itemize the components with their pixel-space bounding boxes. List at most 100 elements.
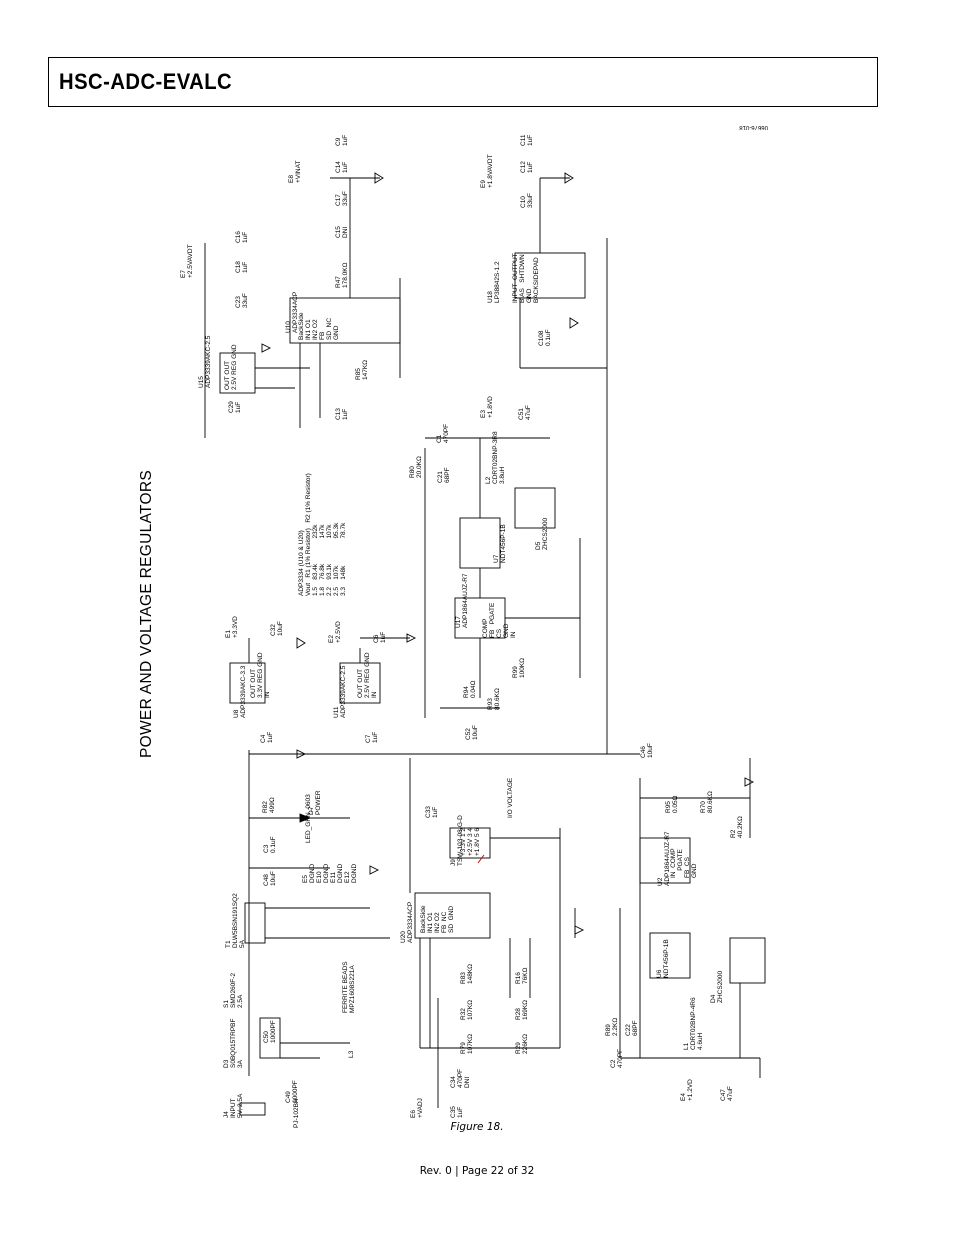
label-c4: C4 1uF — [260, 731, 274, 743]
label-c48: C48 10uF — [263, 871, 277, 886]
label-u6: U6 NDT456P-1B — [656, 939, 670, 978]
label-r79: R79 107KΩ — [460, 1033, 474, 1054]
label-led: LED_GRN_0603 — [305, 794, 312, 843]
label-c35: C35 1uF — [450, 1106, 464, 1118]
label-d5: D5 ZHCS2000 — [535, 517, 549, 550]
label-c46: C46 10uF — [640, 743, 654, 758]
label-e8: E8 +VINAT — [288, 160, 302, 183]
label-r83: R83 148KΩ — [460, 963, 474, 984]
label-r29: R29 226KΩ — [515, 1033, 529, 1054]
label-j9-pins: +3.3V 1 2 +2.5V 3 4 +1.8V 5 6 — [460, 827, 481, 856]
label-c47: C47 47uF — [720, 1086, 734, 1101]
label-c2: C2 470PF — [610, 1048, 624, 1068]
label-u20: U20 ADP3334ACP — [400, 901, 414, 943]
label-e7: E7 +2.5VAVDT — [180, 244, 194, 278]
label-c14: C14 1uF — [335, 161, 349, 173]
label-u17-body: COMP FB PGATE CS GND IN — [482, 602, 517, 638]
label-c18: C18 1uF — [235, 261, 249, 273]
label-u15-body: OUT OUT 2.5V REG GND — [224, 344, 238, 390]
label-c12: C12 1uF — [520, 161, 534, 173]
label-d3: D3 S0BQ015TRPBF 3A — [223, 1018, 244, 1069]
label-c32: C32 10uF — [270, 621, 284, 636]
page-footer: Rev. 0 | Page 22 of 32 — [419, 1165, 535, 1177]
label-c108: C108 0.1uF — [538, 329, 552, 346]
label-t1: T1 DLW5BSN191SQ2 5A — [225, 893, 246, 948]
label-c34: C34 470PF DNI — [450, 1068, 471, 1088]
label-u20-body: BackSide IN1 O1 IN2 O2 FB NC SD GND — [420, 905, 455, 933]
label-s1: S1 SMD260F-2 2.5A — [223, 972, 244, 1008]
label-c6: C6 1uF — [373, 631, 387, 643]
label-u17: U17 ADP1864AUJZ-R7 — [455, 573, 469, 628]
label-e2: E2 +2.5VD — [328, 621, 342, 643]
label-e11: E11 DGND — [330, 863, 344, 883]
label-r85: R85 147KΩ — [355, 359, 369, 380]
label-c16: C16 1uF — [235, 231, 249, 243]
label-r89: R89 2.2KΩ — [605, 1017, 619, 1036]
label-io-voltage: I/O VOLTAGE — [507, 777, 514, 818]
label-r94: R94 0.04Ω — [463, 680, 477, 698]
label-e4: E4 +1.2VD — [680, 1079, 694, 1101]
label-u11-body: OUT OUT 2.5V REG GND IN — [357, 652, 378, 698]
label-c3: C3 0.1uF — [263, 836, 277, 853]
label-e5: E5 DGND — [302, 863, 316, 883]
label-c22: C22 68PF — [625, 1020, 639, 1036]
label-ferrite: FERRITE BEADS MPZ1608S221A — [342, 961, 356, 1013]
label-r2: R2 40.2KΩ — [730, 816, 744, 838]
label-r70: R70 80.6KΩ — [700, 791, 714, 813]
label-c17: C17 33uF — [335, 191, 349, 206]
label-c13: C13 1uF — [335, 408, 349, 420]
label-c7: C7 1uF — [365, 731, 379, 743]
label-c50: C50 1000PF — [263, 1020, 277, 1043]
label-u8: U8 ADP3339AKC-3.3 — [233, 665, 247, 718]
label-r93: R93 80.6KΩ — [487, 688, 501, 710]
label-adp3334-table: ADP3334 (U10 & U20) Vout R1 (1% Resistor… — [298, 473, 347, 596]
figure-caption: Figure 18. — [450, 1121, 504, 1133]
label-e9: E9 +1.8VAVDT — [480, 154, 494, 188]
label-j4: J4 INPUT 5V, 2.5A — [223, 1093, 244, 1118]
label-c21: C21 68PF — [437, 467, 451, 483]
label-c51: C51 47uF — [518, 405, 532, 420]
header-box: HSC-ADC-EVALC — [48, 57, 878, 107]
label-u10: U10 ADP3334ACP — [285, 291, 299, 333]
label-r99: R99 100KΩ — [512, 657, 526, 678]
document-id: 06676-018 — [739, 124, 768, 130]
label-l1: L1 CDRT02BNP-4R6 4.6uH — [683, 997, 704, 1050]
label-u7: U7 NDT456P-1B — [493, 524, 507, 563]
label-c1: C1 470PF — [436, 423, 450, 443]
label-l2: L2 CDRT02BNP-3R8 3.8uH — [485, 431, 506, 484]
label-l3: L3 — [348, 1050, 355, 1058]
label-c11: C11 1uF — [520, 134, 534, 146]
label-u18: U18 LP38842S-1.2 — [487, 261, 501, 303]
label-c52: C52 10uF — [465, 725, 479, 740]
label-u2-body: IN COMP PGATE FB CS GND — [670, 848, 698, 878]
label-u10-body: BackSide IN1 O1 IN2 O2 FB SD NC GND — [298, 312, 340, 340]
label-u18-body: INPUT OUTPUT BIAS SHTDWN GND BACKSIDEPAD — [512, 253, 540, 303]
label-c33: C33 1uF — [425, 806, 439, 818]
label-e1: E1 +3.3VD — [225, 616, 239, 638]
label-c29: C29 1uF — [228, 401, 242, 413]
label-r32: R32 107KΩ — [460, 999, 474, 1020]
label-r82: R82 499Ω — [262, 797, 276, 813]
label-r80: R80 20.0KΩ — [409, 456, 423, 478]
label-u8-body: OUT OUT 3.3V REG GND IN — [250, 652, 271, 698]
label-u15: U15 ADP3339AKC-2.5 — [198, 335, 212, 388]
schematic-wiring — [204, 172, 766, 1116]
label-c10: C10 33uF — [520, 193, 534, 208]
label-d4: D4 ZHCS2000 — [710, 970, 724, 1003]
schematic-area: POWER AND VOLTAGE REGULATORS 06676-018 U… — [120, 118, 880, 1128]
label-r16: R16 76KΩ — [515, 967, 529, 984]
label-e12: E12 DGND — [344, 863, 358, 883]
document-title: HSC-ADC-EVALC — [59, 69, 233, 94]
label-u11: U11 ADP3339AKC-2.5 — [333, 665, 347, 718]
label-r28: R28 169KΩ — [515, 999, 529, 1020]
label-e10: E10 DGND — [316, 863, 330, 883]
label-e6: E6 +VADJ — [410, 1098, 424, 1118]
label-c9: C9 1uF — [335, 134, 349, 146]
label-c23: C23 33uF — [235, 293, 249, 308]
label-r47: R47 178.0KΩ — [335, 262, 349, 288]
section-title: POWER AND VOLTAGE REGULATORS — [138, 469, 155, 758]
label-c15: C15 DNI — [335, 226, 349, 238]
label-e3: E3 +1.8VD — [480, 396, 494, 418]
label-r95: R95 0.05Ω — [665, 795, 679, 813]
label-u2: U2 ADP1864AUJZ-R7 — [657, 831, 671, 886]
